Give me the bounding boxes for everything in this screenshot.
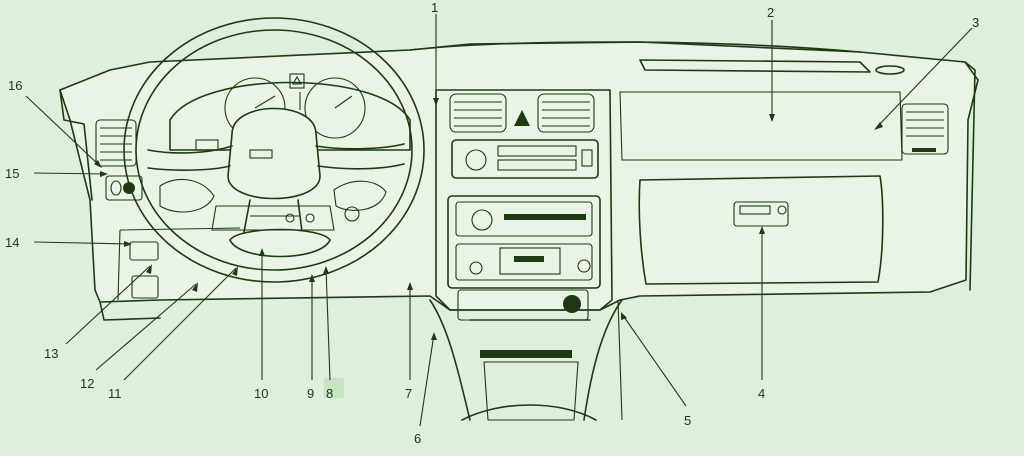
callout-15: 15 — [5, 166, 19, 181]
callout-2: 2 — [767, 5, 774, 20]
instrument-cluster — [169, 73, 411, 151]
callout-7: 7 — [405, 386, 412, 401]
steering-wheel — [123, 17, 425, 283]
leader-16 — [25, 95, 101, 167]
leader-12 — [95, 283, 197, 371]
callout-9: 9 — [307, 386, 314, 401]
callout-6: 6 — [414, 431, 421, 446]
leader-11 — [123, 267, 237, 381]
callout-12: 12 — [80, 376, 94, 391]
callout-1: 1 — [431, 0, 438, 15]
center-stack — [429, 89, 623, 421]
callout-14: 14 — [5, 235, 19, 250]
callout-4: 4 — [758, 386, 765, 401]
leader-13 — [65, 265, 151, 345]
leader-15 — [33, 172, 107, 175]
leader-5 — [621, 313, 687, 407]
callout-labels: 1 2 3 4 5 6 7 8 9 10 11 12 13 14 15 16 — [5, 0, 979, 446]
callout-3: 3 — [972, 15, 979, 30]
callout-16: 16 — [8, 78, 22, 93]
callout-13: 13 — [44, 346, 58, 361]
callout-5: 5 — [684, 413, 691, 428]
leader-6 — [419, 333, 435, 427]
callout-10: 10 — [254, 386, 268, 401]
left-switch-panel — [105, 175, 241, 301]
callout-11: 11 — [108, 386, 122, 401]
leader-lines — [25, 14, 973, 427]
leader-arrowheads — [94, 98, 883, 340]
leader-14 — [33, 241, 131, 245]
leader-8 — [325, 267, 331, 381]
callout-8: 8 — [326, 386, 333, 401]
leader-3 — [875, 27, 973, 129]
label-8-highlight — [324, 378, 344, 398]
